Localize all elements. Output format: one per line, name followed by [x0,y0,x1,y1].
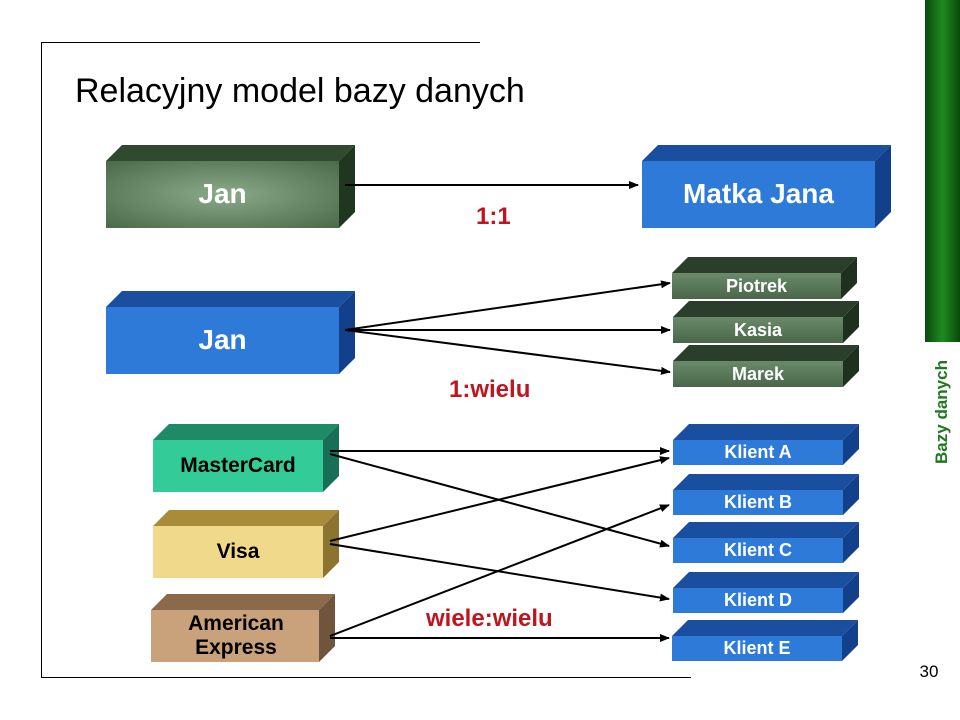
page-number: 30 [919,662,939,681]
label-marek: Marek [731,363,785,384]
box-klient-a [673,424,859,465]
box-american-express [151,594,335,662]
label-american-express: American Express [188,611,284,659]
side-green-bar [925,0,960,342]
box-marek [673,345,859,387]
label-matka-jana: Matka Jana [683,178,834,210]
frame-bottom-line [41,677,691,678]
label-mastercard: MasterCard [180,453,296,477]
label-piotrek: Piotrek [725,275,788,296]
box-klient-e [672,620,858,661]
slide-title: Relacyjny model bazy danych [75,72,525,110]
label-klient-b: Klient B [723,492,792,513]
box-klient-d [673,572,859,613]
label-klient-c: Klient C [723,540,792,561]
arrow-jan-to-piotrek [344,280,671,331]
label-jan-one-to-many: Jan [198,324,247,356]
box-matka-jana [642,145,891,228]
label-klient-d: Klient D [723,590,792,611]
label-jan-one-to-one: Jan [198,178,247,210]
box-kasia [673,301,859,343]
label-klient-e: Klient E [723,638,791,659]
relation-label-many-to-many: wiele:wielu [426,605,553,632]
label-klient-a: Klient A [724,442,792,463]
box-mastercard [153,424,339,492]
relation-label-one-to-many: 1:wielu [449,376,531,403]
arrow-american-express-to-klient-b [329,504,670,637]
frame-left-line [41,42,42,678]
arrow-jan-to-marek [344,329,671,375]
arrow-visa-to-klient-a [329,456,670,542]
label-kasia: Kasia [733,319,783,340]
box-jan-one-to-one [106,145,355,228]
box-klient-b [673,474,859,515]
relation-label-one-to-one: 1:1 [476,203,511,230]
box-visa [153,510,339,578]
box-klient-c [673,522,859,563]
label-visa: Visa [216,539,260,563]
frame-top-line [41,42,480,43]
box-piotrek [672,257,857,299]
box-jan-one-to-many [106,291,355,374]
